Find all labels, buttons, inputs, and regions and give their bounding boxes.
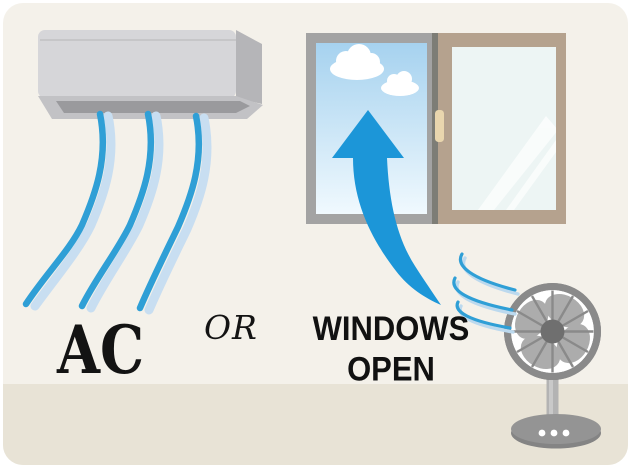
label-ac: AC bbox=[57, 311, 145, 389]
room-scene: AC OR WINDOWS OPEN bbox=[3, 3, 628, 465]
ac-air-streams bbox=[22, 110, 212, 315]
airflow-arrow bbox=[332, 110, 441, 305]
fan-breeze bbox=[452, 252, 520, 334]
fan-pole-highlight bbox=[549, 374, 553, 432]
cloud-small bbox=[381, 71, 419, 96]
label-windows-open: WINDOWS OPEN bbox=[302, 308, 480, 389]
glass-reflections bbox=[478, 116, 556, 210]
label-or: OR bbox=[204, 308, 258, 347]
ac-air-streams-blue bbox=[22, 110, 203, 312]
ac-air-streams-light bbox=[30, 111, 212, 315]
standing-fan bbox=[504, 283, 601, 449]
ac-front-panel bbox=[38, 30, 236, 98]
fan-breeze-light bbox=[455, 256, 520, 334]
ac-unit bbox=[38, 30, 263, 119]
ac-side-panel bbox=[236, 30, 262, 104]
window-handle bbox=[435, 110, 444, 142]
fan-breeze-blue bbox=[452, 252, 517, 330]
illustration-art bbox=[22, 30, 601, 449]
fan-base-buttons bbox=[538, 429, 570, 437]
label-windows-line1: WINDOWS bbox=[312, 309, 470, 348]
window bbox=[306, 33, 566, 224]
cloud-large bbox=[330, 44, 384, 80]
ac-vent-slot bbox=[56, 101, 250, 113]
fan-base bbox=[511, 414, 601, 444]
fan-hub bbox=[540, 319, 565, 344]
label-windows-line2: OPEN bbox=[347, 349, 435, 389]
